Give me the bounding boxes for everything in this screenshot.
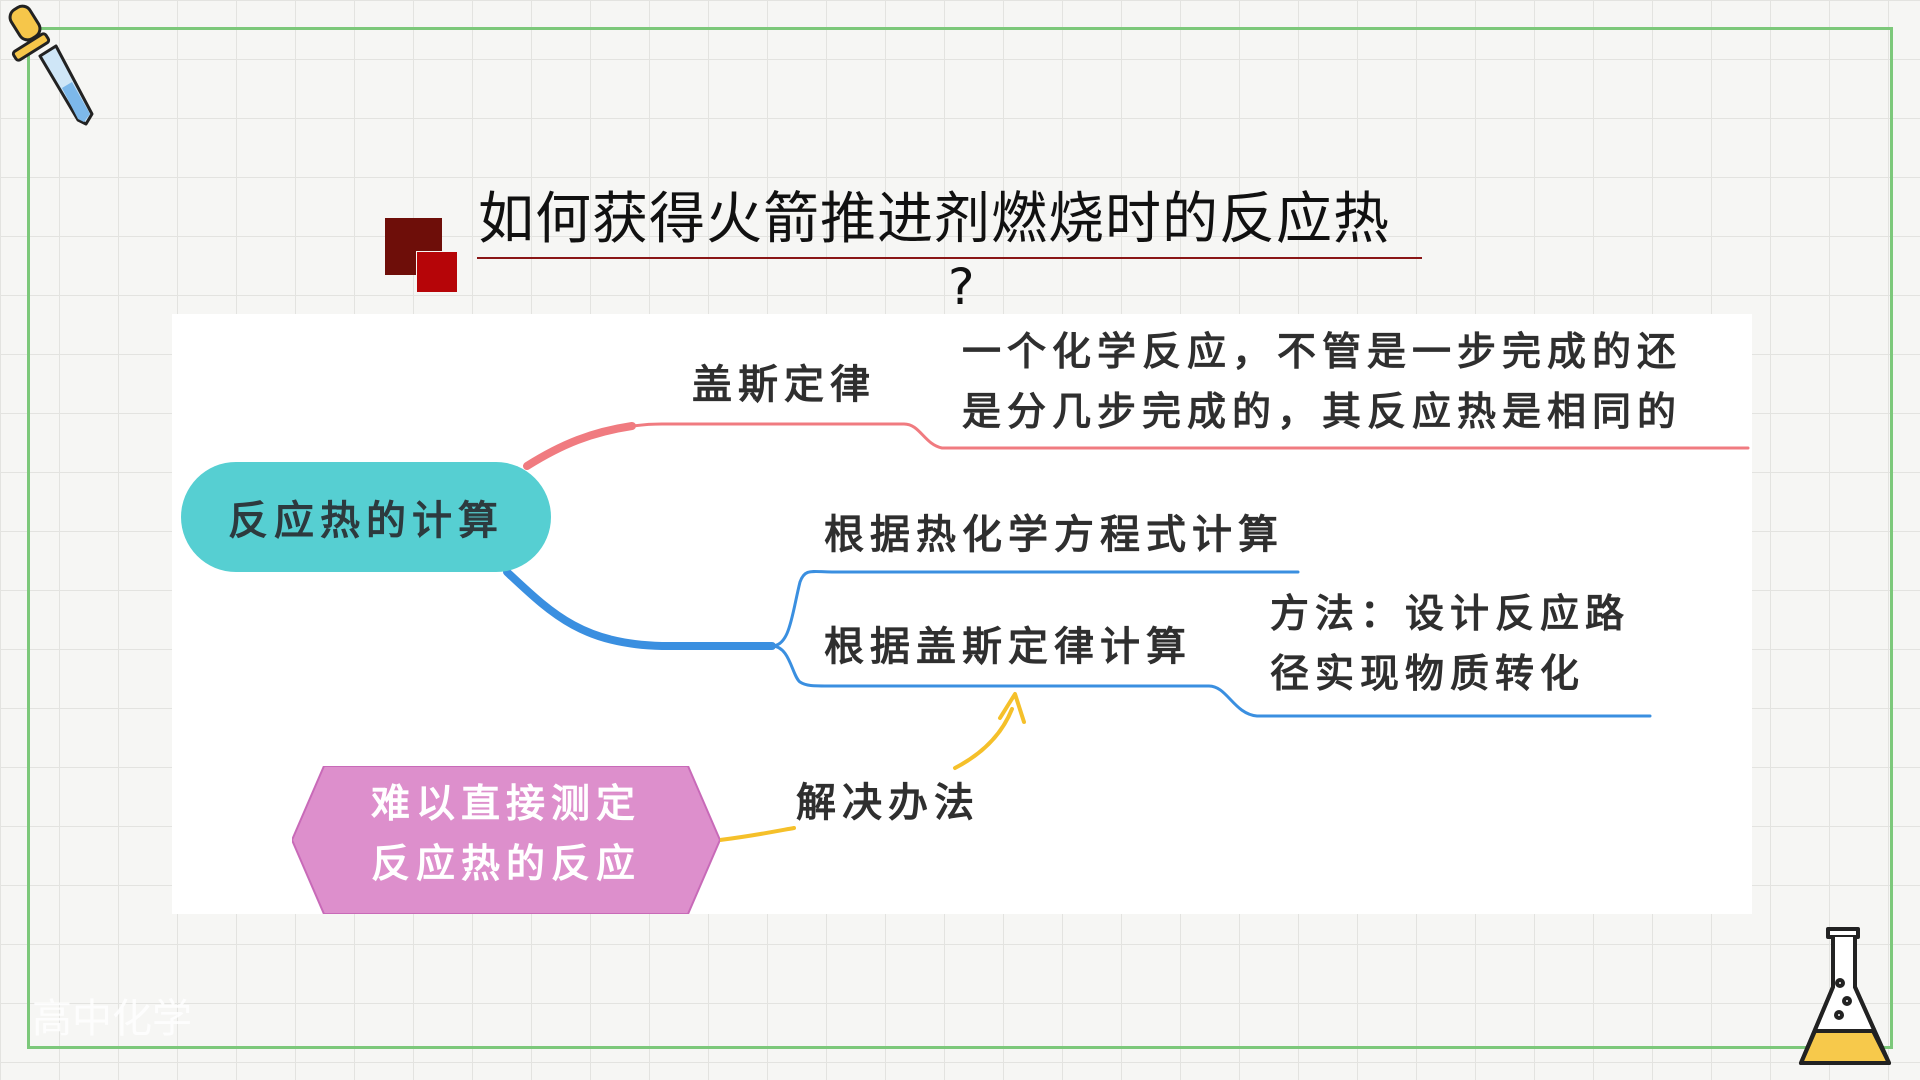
- problem-node-shape: [292, 766, 720, 914]
- problem-node-line1: 难以直接测定: [370, 781, 641, 827]
- solution-arrow-line: [953, 707, 1014, 770]
- slide-frame: [27, 27, 1893, 1049]
- title-decor-square-red: [416, 251, 458, 293]
- hess-law-desc-line1: 一个化学反应，不管是一步完成的还: [962, 329, 1683, 375]
- title-underline: [477, 257, 1422, 259]
- calc-branch-trunk: [503, 568, 776, 650]
- calc-branch-hess-line: [770, 644, 1652, 718]
- flask-icon: [1799, 927, 1891, 1065]
- mindmap-connectors: [503, 422, 1750, 842]
- hess-law-desc-line2: 是分几步完成的，其反应热是相同的: [962, 389, 1683, 435]
- solution-label: 解决办法: [796, 779, 980, 826]
- method-line2: 径实现物质转化: [1270, 651, 1586, 697]
- hess-law-calc-label: 根据盖斯定律计算: [824, 623, 1192, 670]
- method-line1: 方法：设计反应路: [1270, 591, 1631, 637]
- solution-arrow-head: [998, 692, 1026, 724]
- solution-branch-line: [718, 826, 796, 842]
- root-node: 反应热的计算: [181, 462, 551, 572]
- hess-law-label: 盖斯定律: [692, 361, 876, 408]
- watermark-text: 高中化学: [32, 996, 192, 1042]
- calc-branch-fork: [770, 569, 1300, 648]
- hess-branch-stub: [523, 422, 636, 470]
- mindmap-panel: 反应热的计算 盖斯定律 一个化学反应，不管是一步完成的还 是分几步完成的，其反应…: [172, 314, 1752, 914]
- problem-node-line2: 反应热的反应: [370, 841, 641, 887]
- thermo-equation-calc-label: 根据热化学方程式计算: [824, 511, 1284, 558]
- dropper-icon: [8, 4, 94, 126]
- title-question-mark: ?: [948, 258, 975, 316]
- slide-title: 如何获得火箭推进剂燃烧时的反应热: [478, 187, 1390, 252]
